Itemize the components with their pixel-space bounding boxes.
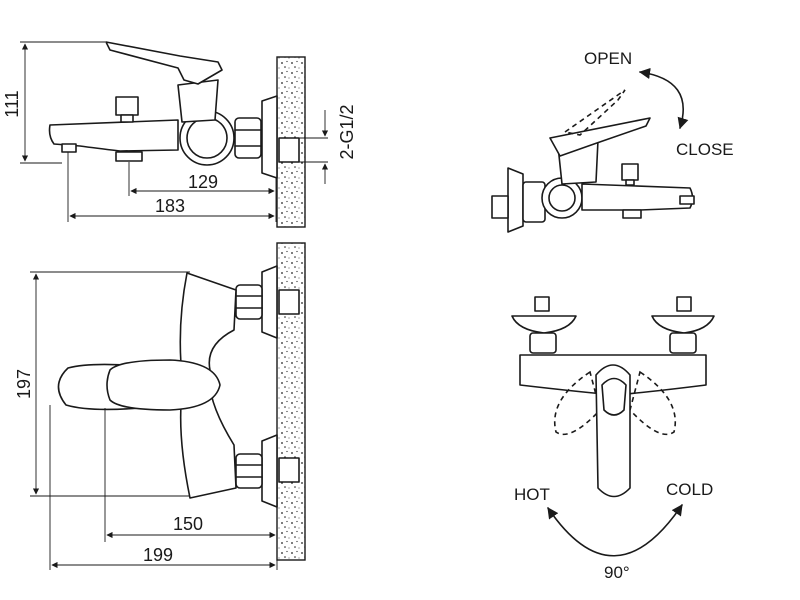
label-open: OPEN [584, 49, 632, 68]
dim-total-depth: 183 [155, 196, 185, 216]
handle-front [595, 364, 631, 498]
dim-connection: 2-G1/2 [337, 104, 357, 159]
lever-handle-top [105, 41, 223, 85]
dim-handle-reach: 150 [173, 514, 203, 534]
hot-cold-view: HOT COLD 90° [511, 296, 715, 582]
spout-side [48, 119, 179, 152]
open-close-view: OPEN CLOSE [491, 49, 734, 233]
plan-view: 197 150 199 [14, 242, 306, 570]
spout-outlet [61, 143, 77, 153]
lever-open-dashed [563, 89, 626, 136]
dim-height-front: 197 [14, 369, 34, 399]
handle-column-top [177, 79, 219, 123]
diverter-knob-top [115, 96, 139, 116]
side-view: 111 2-G1/2 129 183 [2, 41, 357, 228]
open-close-arrow [638, 67, 689, 130]
label-close: CLOSE [676, 140, 734, 159]
hot-cold-arrow [547, 504, 683, 557]
handle-cap-plan [106, 359, 221, 411]
dim-spout-reach: 129 [188, 172, 218, 192]
lever-closed [549, 117, 651, 157]
aerator-top [115, 151, 143, 162]
wall-flange-top [261, 95, 278, 179]
label-cold: COLD [666, 480, 713, 499]
dim-height-top: 111 [2, 90, 22, 117]
dim-total-reach: 199 [143, 545, 173, 565]
nut-top [234, 117, 262, 159]
thread-box-top [278, 137, 300, 163]
label-hot: HOT [514, 485, 550, 504]
label-angle: 90° [604, 563, 630, 582]
